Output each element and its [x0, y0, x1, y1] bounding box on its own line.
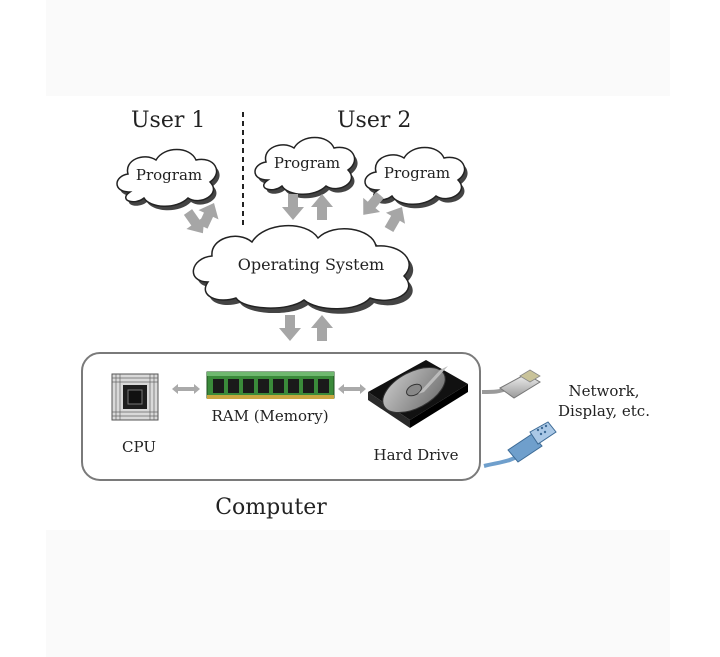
- ram-module-icon: [206, 371, 335, 399]
- hdd-label: Hard Drive: [374, 446, 459, 464]
- arrow-ram-hdd: [338, 384, 366, 394]
- program-label-2: Program: [274, 154, 340, 172]
- ram-label: RAM (Memory): [211, 407, 328, 425]
- peripherals-label-line2: Display, etc.: [558, 402, 650, 420]
- hard-drive-icon: [368, 360, 468, 428]
- os-label: Operating System: [238, 255, 384, 274]
- program-label-1: Program: [136, 166, 202, 184]
- cpu-label: CPU: [122, 438, 156, 456]
- bottom-band: [46, 530, 670, 657]
- program-label-3: Program: [384, 164, 450, 182]
- program-cloud-2: Program: [254, 136, 358, 199]
- arrow-prog1-down: [183, 209, 205, 234]
- user1-label: User 1: [131, 108, 205, 133]
- arrow-prog2-down: [282, 194, 304, 220]
- peripherals-label-line1: Network,: [569, 382, 640, 400]
- arrow-prog1-up: [198, 203, 219, 229]
- program-cloud-3: Program: [364, 146, 468, 209]
- arrow-prog2-up: [311, 194, 333, 220]
- arrow-os-down: [279, 315, 301, 341]
- arrow-os-up: [311, 315, 333, 341]
- arrow-prog3-up: [384, 207, 406, 233]
- display-connector-icon: [483, 421, 557, 468]
- os-cloud: Operating System: [192, 225, 414, 314]
- top-band: [46, 0, 670, 96]
- program-cloud-1: Program: [116, 148, 220, 211]
- arrow-group: [183, 191, 406, 341]
- network-plug-icon: [481, 369, 541, 399]
- computer-label: Computer: [215, 495, 327, 520]
- user2-label: User 2: [337, 108, 411, 133]
- arrow-prog3-down: [363, 191, 384, 215]
- computer-box: [81, 352, 481, 481]
- cpu-chip-icon: [111, 373, 159, 421]
- arrow-cpu-ram: [172, 384, 200, 394]
